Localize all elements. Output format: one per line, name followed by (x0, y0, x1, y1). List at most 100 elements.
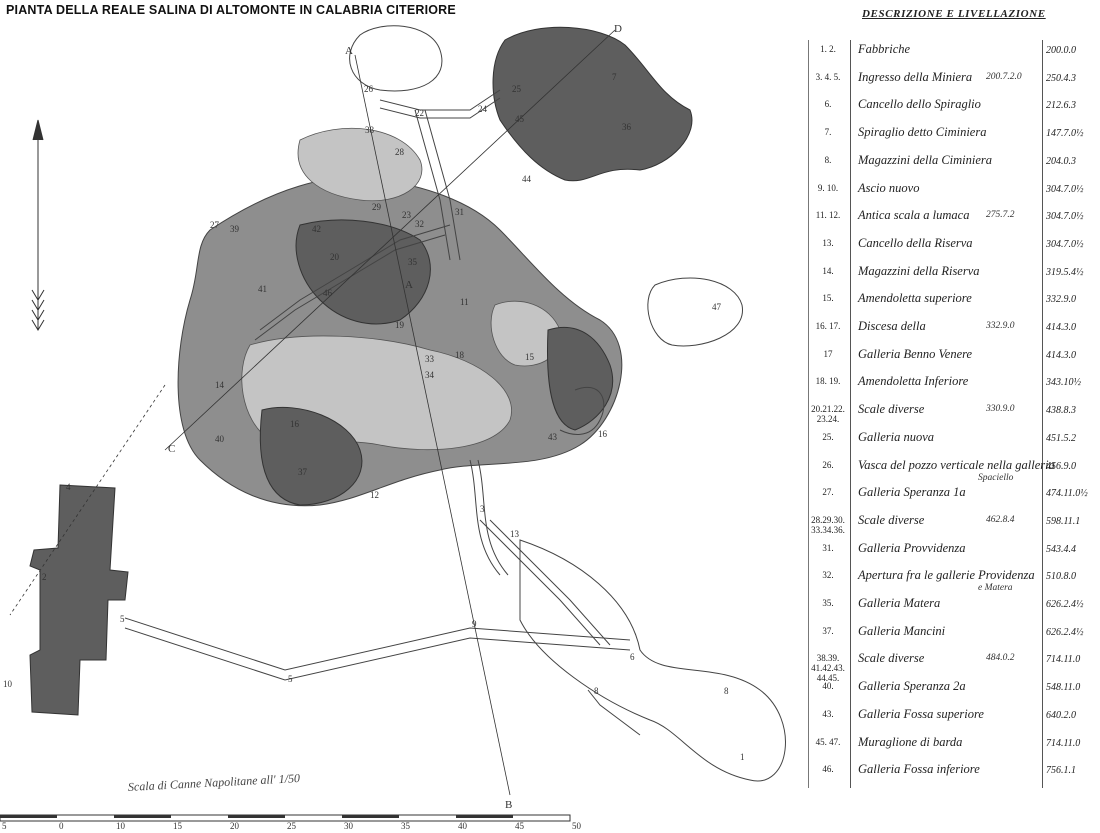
area-label: 46 (323, 288, 333, 298)
legend-row-number: 38.39. 41.42.43. 44.45. (811, 653, 845, 684)
legend-row-description: Scale diverse (858, 651, 925, 666)
area-label: 42 (312, 224, 321, 234)
scale-bar-segments (0, 815, 513, 818)
area-label: 5 (120, 614, 125, 624)
scale-tick-label: 25 (287, 821, 297, 831)
legend-row-description: Galleria Provvidenza (858, 540, 966, 555)
legend-row-number: 26. (822, 459, 834, 470)
legend-row-level: 714.11.0 (1046, 737, 1081, 749)
legend-row: 45. 47. Muraglione di barda 714.11.0 (806, 733, 1100, 761)
legend-row-number: 31. (822, 542, 834, 553)
legend-row-description: Ascio nuovo (858, 180, 920, 195)
scale-tick-label: 45 (515, 821, 525, 831)
legend-row-partial: 200.7.2.0 (986, 71, 1022, 82)
survey-letter: A (405, 279, 413, 291)
legend-row-level: 204.0.3 (1046, 155, 1076, 167)
area-label: 11 (460, 297, 469, 307)
legend-row-level: 147.7.0½ (1046, 128, 1084, 140)
survey-letter: C (168, 443, 175, 455)
legend-row-level: 626.2.4½ (1046, 626, 1084, 638)
area-label: 29 (372, 202, 382, 212)
area-label: 26 (364, 84, 374, 94)
area-label: 27 (210, 220, 220, 230)
area-label: 35 (408, 257, 418, 267)
legend-row-partial: 332.9.0 (986, 321, 1015, 331)
area-label: 31 (455, 207, 464, 217)
region-northeast (492, 26, 693, 182)
legend-row-level: 626.2.4½ (1046, 599, 1084, 610)
legend-row-description: Discesa della (858, 319, 926, 333)
area-label: 12 (370, 490, 379, 500)
legend-row-number: 45. 47. (815, 736, 841, 747)
legend-row-description: Magazzini della Ciminiera (858, 152, 993, 167)
area-label: 8 (724, 686, 729, 696)
region-outline-east (647, 277, 743, 347)
scale-tick-label: 20 (230, 821, 240, 831)
scale-tick-label: 10 (116, 821, 126, 831)
legend-row-description: Apertura fra le gallerie Providenza (858, 568, 1035, 583)
scale-tick-label: 0 (59, 821, 64, 831)
region-outline-north (349, 25, 443, 92)
region-fabbriche (29, 484, 129, 716)
legend-row-number: 27. (822, 487, 834, 498)
area-label: 34 (425, 370, 435, 380)
area-label: 47 (712, 302, 722, 312)
legend-row-description: Galleria nuova (858, 429, 935, 444)
legend-row-level: 474.11.0½ (1046, 488, 1088, 500)
scale-tick-label: 5 (2, 821, 7, 831)
legend-row-description: Galleria Speranza 1a (858, 485, 966, 500)
legend-row-number: 20.21.22. 23.24. (811, 404, 845, 425)
area-label: 7 (612, 72, 617, 82)
legend-row-level: 212.6.3 (1046, 100, 1076, 112)
legend-row-note: e Matera (978, 583, 1013, 594)
legend-row-description: Galleria Matera (858, 596, 941, 610)
legend-row-level: 304.7.0½ (1046, 238, 1084, 250)
area-label: 45 (515, 114, 525, 124)
legend-row-level: 414.3.0 (1046, 349, 1076, 361)
legend-row-number: 18. 19. (815, 376, 841, 387)
area-label: 2 (42, 572, 47, 582)
area-label: 20 (330, 252, 340, 262)
legend-row-number: 40. (822, 681, 834, 692)
legend-row-description: Antica scala a lumaca (858, 208, 970, 223)
area-label: 19 (395, 320, 405, 330)
legend-row-level: 319.5.4½ (1046, 266, 1084, 278)
survey-letter: D (614, 23, 622, 35)
legend-row-number: 1. 2. (820, 44, 836, 54)
legend-row: 27. Galleria Speranza 1a 474.11.0½ (806, 483, 1100, 511)
region-center (295, 219, 431, 325)
legend-row-description: Magazzini della Riserva (858, 263, 980, 278)
scale-tick-label: 50 (572, 821, 582, 831)
legend-row-number: 6. (824, 99, 832, 110)
survey-letter: A (345, 45, 353, 57)
legend-row-level: 714.11.0 (1046, 654, 1081, 666)
legend-row-level: 438.8.3 (1046, 405, 1076, 417)
legend-row-description: Muraglione di barda (858, 734, 963, 749)
area-label: 37 (298, 467, 308, 477)
legend-row-description: Amendoletta superiore (858, 291, 972, 306)
area-label: 22 (415, 108, 424, 118)
area-label: 3 (480, 504, 485, 514)
legend-row-number: 8. (824, 154, 832, 165)
legend-row-number: 43. (822, 708, 834, 719)
area-label: 32 (415, 219, 424, 229)
legend-row-level: 250.4.3 (1046, 72, 1076, 84)
legend-row-level: 451.5.2 (1046, 432, 1076, 444)
legend-panel: DESCRIZIONE E LIVELLAZIONE 1. 2.Fabbrich… (806, 0, 1100, 833)
legend-row-number: 15. (822, 293, 834, 304)
legend-row-level: 640.2.0 (1046, 709, 1076, 721)
